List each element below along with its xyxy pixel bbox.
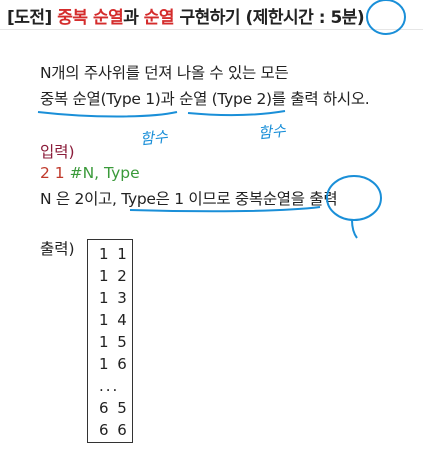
input-example: 2 1 #N, Type (40, 164, 140, 182)
output-line: 1 4 (99, 311, 129, 329)
output-line: 6 5 (99, 399, 129, 417)
title-highlight-duplicate-permutation: 중복 순열 (57, 8, 124, 28)
title-divider (0, 29, 423, 30)
output-line: 1 6 (99, 355, 129, 373)
example-description: N 은 2이고, Type은 1 이므로 중복순열을 출력 (40, 190, 338, 208)
input-values: 2 1 (40, 164, 65, 182)
title-highlight-permutation: 순열 (143, 8, 175, 28)
output-line: ... (99, 377, 120, 395)
annotation-note-right: 함수 (257, 121, 287, 143)
page-title: [도전] 중복 순열과 순열 구현하기 (제한시간 : 5분) (7, 3, 365, 28)
output-box: 1 1 1 2 1 3 1 4 1 5 1 6... 6 5 6 6 (87, 239, 133, 443)
circle-tail (351, 219, 358, 239)
output-line: 1 2 (99, 267, 129, 285)
underline-permutation (187, 110, 286, 117)
title-prefix: [도전] (7, 8, 58, 28)
output-line: 1 3 (99, 289, 129, 307)
output-label: 출력) (40, 240, 75, 258)
problem-line-1: N개의 주사위를 던져 나올 수 있는 모든 (40, 64, 289, 82)
title-suffix: 구현하기 (제한시간 : 5분) (174, 8, 365, 28)
output-line: 1 1 (99, 245, 129, 263)
input-comment: #N, Type (69, 164, 140, 182)
annotation-note-left: 함수 (139, 127, 169, 149)
underline-duplicate-permutation (37, 111, 178, 118)
input-label: 입력) (40, 143, 75, 161)
title-mid: 과 (123, 8, 144, 28)
output-line: 6 6 (99, 421, 129, 439)
problem-line-2: 중복 순열(Type 1)과 순열 (Type 2)를 출력 하시오. (40, 90, 370, 108)
output-line: 1 5 (99, 333, 129, 351)
